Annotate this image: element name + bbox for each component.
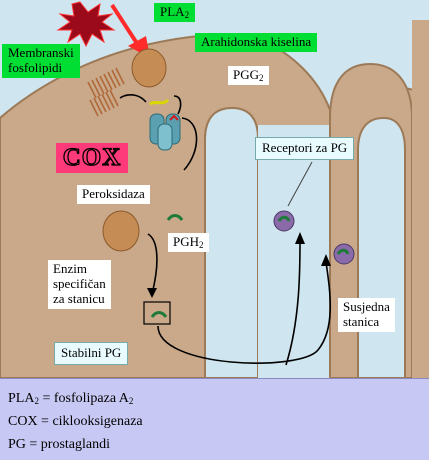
stable-pg-molecule [150, 311, 168, 318]
receptor-1 [273, 210, 295, 232]
signal-starburst [56, 1, 116, 48]
legend-pla2: PLA2 = fosfolipaza A2 [8, 391, 134, 406]
right-gap [357, 116, 406, 379]
label-pgg2: PGG2 [228, 66, 269, 86]
legend-cox: COX = ciklooksigenaza [8, 414, 143, 429]
receptor-2-ligand [336, 248, 350, 255]
cell-specific-enzyme [102, 210, 140, 252]
cell-gap-right-fill [258, 125, 330, 378]
membrane-to-aa-arrow [119, 93, 147, 103]
aa-to-cox-arrow [173, 95, 182, 115]
phospholipid-bilayer [87, 67, 125, 117]
stable-pg-box [143, 301, 171, 325]
receptor-1-ligand [277, 215, 291, 222]
cell-gap-left [204, 106, 259, 379]
legend-box: PLA2 = fosfolipaza A2 COX = ciklooksigen… [0, 378, 429, 460]
label-stable-pg: Stabilni PG [54, 342, 129, 365]
label-cox: COX [56, 143, 128, 173]
label-pgh2: PGH2 [168, 233, 209, 253]
right-edge [412, 20, 429, 378]
legend-pg: PG = prostaglandi [8, 437, 110, 452]
pgh2-to-stable-arrow [147, 233, 158, 295]
label-receptors: Receptori za PG [255, 137, 355, 160]
label-arachidonic: Arahidonska kiselina [195, 33, 318, 52]
cox-to-peroxidase-arrow [181, 117, 198, 171]
autocrine-paracrine-loop [157, 261, 332, 364]
pla2-enzyme [131, 48, 167, 88]
arachidonic-molecule [149, 98, 170, 106]
signal-arrow-line [110, 3, 142, 50]
loop-arrow-head-2 [321, 254, 331, 266]
receptor-2 [333, 243, 355, 265]
loop-branch [285, 239, 301, 366]
loop-arrow-head-1 [295, 232, 305, 244]
pgh2-molecule [166, 214, 184, 221]
label-pla2: PLA2 [154, 3, 196, 23]
stable-arrow-head [147, 288, 157, 298]
receptor-pointer [287, 161, 313, 207]
cox-enzyme [149, 113, 181, 151]
label-peroxidase: Peroksidaza [77, 185, 150, 204]
